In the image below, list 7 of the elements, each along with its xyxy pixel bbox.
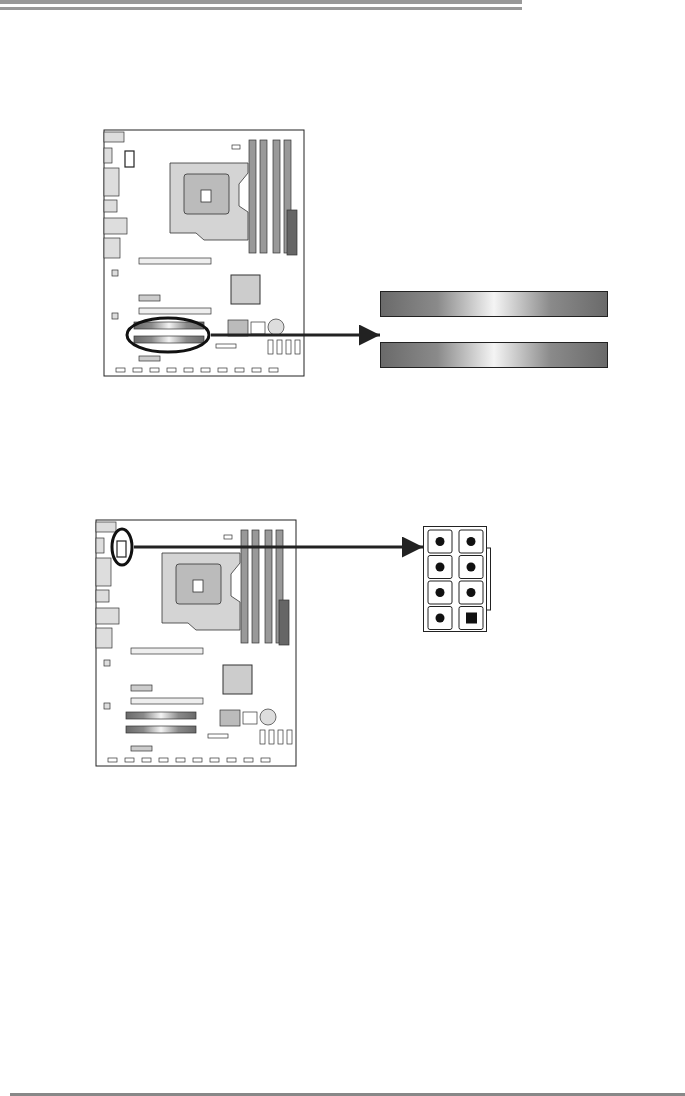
arrow: [134, 536, 423, 558]
expansion-slot: [380, 342, 608, 368]
highlight-ellipse: [110, 527, 134, 567]
highlight-ellipse: [125, 316, 211, 354]
arrow: [211, 324, 380, 346]
expansion-slot: [380, 291, 608, 317]
power-connector: [423, 526, 491, 632]
